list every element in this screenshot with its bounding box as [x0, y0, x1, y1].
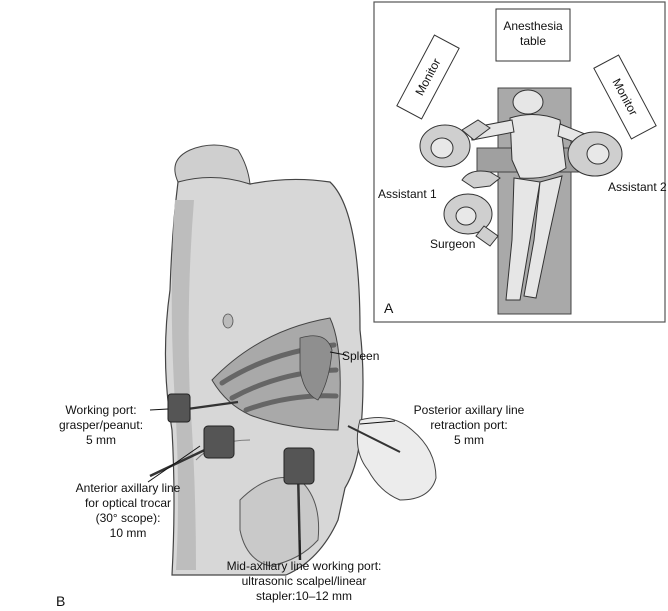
panel-a: Anesthesia table Monitor Monitor [373, 1, 667, 323]
working-port-trocar [167, 393, 191, 423]
patient-figure [469, 89, 601, 301]
mid-axillary-label-line2: ultrasonic scalpel/linear [242, 574, 367, 588]
anterior-port-label-line2: for optical trocar [85, 496, 171, 510]
optical-trocar [203, 425, 235, 459]
posterior-port-label-line2: retraction port: [430, 418, 507, 432]
anterior-port-label-line3: (30° scope): [96, 511, 161, 525]
assistant-2-label: Assistant 2 [608, 180, 667, 194]
working-port-label-line1: Working port: [65, 403, 136, 417]
anesthesia-table-box [495, 8, 571, 62]
leader-posterior-port [359, 420, 396, 425]
anterior-port-label-line4: 10 mm [110, 526, 147, 540]
surgeon-figure [443, 170, 501, 247]
spleen-label: Spleen [342, 349, 379, 363]
nipple [222, 313, 234, 329]
leader-anterior-port [147, 445, 201, 483]
panel-b-letter: B [56, 593, 65, 609]
working-port-label-line3: 5 mm [86, 433, 116, 447]
posterior-port-label-line3: 5 mm [454, 433, 484, 447]
panel-a-letter: A [384, 300, 394, 316]
anterior-port-label-line1: Anterior axillary line [76, 481, 181, 495]
monitor-right: Monitor [593, 54, 657, 140]
anesthesia-table-label-line1: Anesthesia [503, 19, 563, 33]
mid-axillary-label-line3: stapler:10–12 mm [256, 589, 352, 603]
assistant-1-figure [419, 119, 491, 168]
leader-working-port [149, 408, 169, 411]
posterior-port-label-line1: Posterior axillary line [414, 403, 525, 417]
retraction-port-instrument [347, 425, 401, 453]
mid-axillary-label-line1: Mid-axillary line working port: [227, 559, 382, 573]
retracting-hand [356, 417, 437, 501]
spleen-organ [299, 335, 333, 401]
assistant-2-figure [567, 131, 623, 177]
leader-spleen [329, 351, 347, 356]
assistant-1-label: Assistant 1 [378, 187, 437, 201]
torso-illustration [164, 144, 364, 576]
panel-b: Spleen Working port: grasper/peanut: 5 m… [56, 144, 525, 609]
mid-axillary-trocar [283, 447, 315, 485]
anesthesia-table-label-line2: table [520, 34, 546, 48]
surgeon-label: Surgeon [430, 237, 475, 251]
working-port-label-line2: grasper/peanut: [59, 418, 143, 432]
